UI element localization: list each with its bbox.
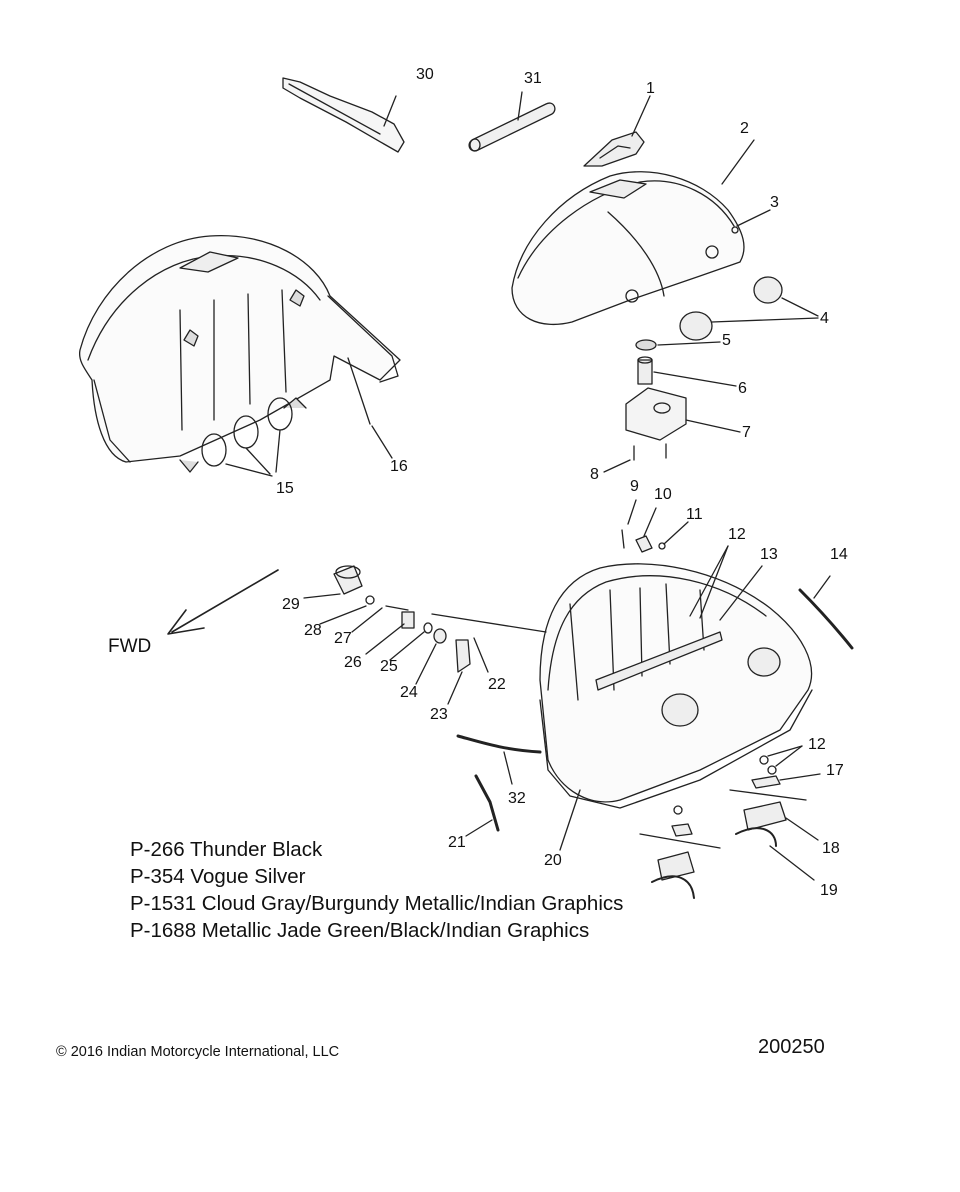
callout-17: 17 [826, 762, 844, 779]
callout-8: 8 [590, 466, 599, 483]
callout-28: 28 [304, 622, 322, 639]
part-4-emblems [680, 277, 818, 340]
callout-20: 20 [544, 852, 562, 869]
callout-10: 10 [654, 486, 672, 503]
callout-25: 25 [380, 658, 398, 675]
callout-7: 7 [742, 424, 751, 441]
part-2-lid [512, 140, 754, 324]
callout-11: 11 [686, 506, 703, 523]
callout-31: 31 [524, 70, 542, 87]
callout-26: 26 [344, 654, 362, 671]
callout-16: 16 [390, 458, 408, 475]
part-30-strip [283, 78, 404, 152]
callout-9: 9 [630, 478, 639, 495]
callout-12b: 12 [808, 736, 826, 753]
parts-9-13-hardware [622, 500, 762, 620]
part-7-latch-assembly [626, 388, 740, 440]
part-14-weatherstrip [800, 576, 852, 648]
callout-24: 24 [400, 684, 418, 701]
part-5-grommet [636, 340, 720, 350]
callout-30: 30 [416, 66, 434, 83]
callout-29: 29 [282, 596, 300, 613]
callout-18: 18 [822, 840, 840, 857]
callout-19: 19 [820, 882, 838, 899]
callout-1: 1 [646, 80, 655, 97]
callout-3: 3 [770, 194, 779, 211]
part-8-screws [604, 444, 666, 472]
callout-4: 4 [820, 310, 829, 327]
callout-22: 22 [488, 676, 506, 693]
part-31-seal [469, 92, 555, 151]
part-1-latch-handle [584, 96, 650, 166]
part-15-straps [202, 398, 292, 476]
document-number: 200250 [758, 1036, 825, 1058]
legend-line: P-354 Vogue Silver [130, 865, 306, 888]
callout-23: 23 [430, 706, 448, 723]
legend-line: P-1531 Cloud Gray/Burgundy Metallic/Indi… [130, 892, 624, 915]
part-20-saddlebag-body [540, 564, 812, 850]
callout-21: 21 [448, 834, 466, 851]
copyright-notice: © 2016 Indian Motorcycle International, … [56, 1044, 340, 1060]
callout-27: 27 [334, 630, 352, 647]
paint-code-legend: P-266 Thunder Black P-354 Vogue Silver P… [130, 836, 623, 944]
legend-line: P-266 Thunder Black [130, 838, 323, 861]
parts-17-19-brackets [640, 746, 820, 898]
fwd-arrow [168, 570, 278, 634]
callout-14: 14 [830, 546, 848, 563]
parts-21-29-32 [304, 566, 546, 836]
callout-15: 15 [276, 480, 294, 497]
callout-2: 2 [740, 120, 749, 137]
callout-5: 5 [722, 332, 731, 349]
part-16-cable [348, 358, 392, 458]
left-saddlebag [80, 236, 400, 472]
callout-6: 6 [738, 380, 747, 397]
legend-line: P-1688 Metallic Jade Green/Black/Indian … [130, 919, 590, 942]
part-6-lock-cylinder [638, 357, 736, 386]
callout-32: 32 [508, 790, 526, 807]
callout-12a: 12 [728, 526, 746, 543]
fwd-label: FWD [108, 636, 152, 657]
part-3-screw [732, 210, 770, 233]
callout-13: 13 [760, 546, 778, 563]
